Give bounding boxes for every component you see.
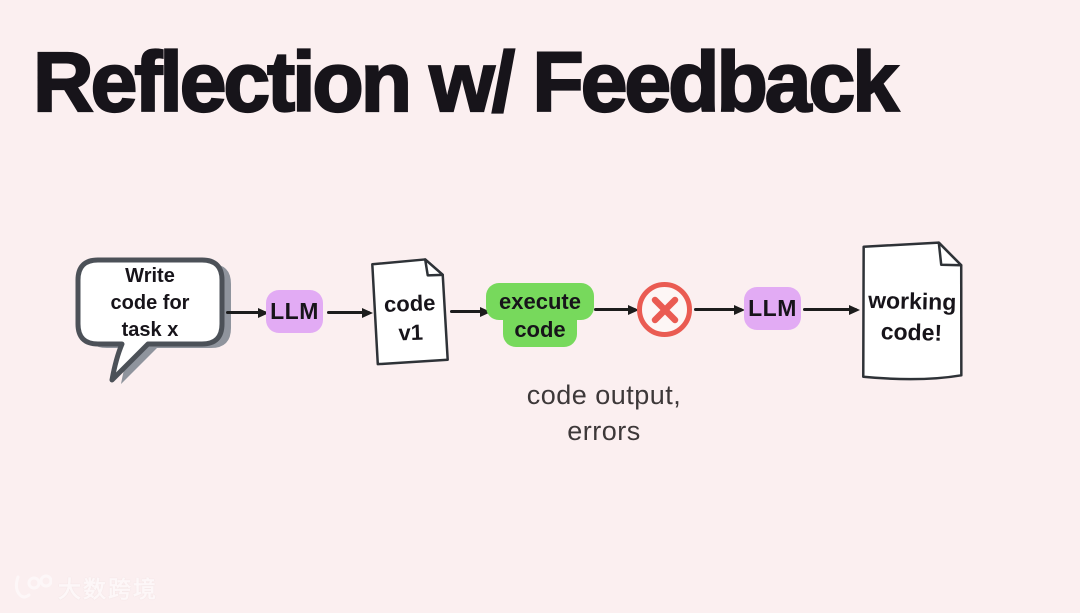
error-x-circle-icon <box>637 282 692 337</box>
task-bubble-line: code for <box>110 291 190 314</box>
arrow-right-icon <box>694 308 742 311</box>
working-code-document: working code! <box>850 236 974 385</box>
arrow-right-icon <box>594 308 636 311</box>
feedback-caption: code output, errors <box>454 377 754 449</box>
llm-node-first: LLM <box>266 290 323 333</box>
document-icon <box>371 258 449 366</box>
arrow-right-icon <box>226 311 266 314</box>
working-code-line: working <box>867 286 957 316</box>
task-speech-bubble: Write code for task x <box>74 256 238 390</box>
arrow-right-icon <box>327 311 370 314</box>
task-bubble-line: Write <box>125 264 175 287</box>
task-bubble-text: Write code for task x <box>78 260 222 346</box>
task-bubble-line: task x <box>121 318 179 341</box>
execute-code-node: execute code <box>486 283 594 347</box>
speech-bubble-icon <box>75 257 231 384</box>
code-v1-line: code <box>383 290 436 317</box>
document-icon <box>862 241 963 381</box>
arrow-right-icon <box>803 308 857 311</box>
watermark-logo-icon <box>14 574 52 599</box>
code-v1-text: code v1 <box>366 288 454 349</box>
working-code-line: code! <box>880 318 943 346</box>
execute-code-line: code <box>503 313 577 347</box>
page-title: Reflection w/ Feedback <box>32 35 900 129</box>
llm-node-second: LLM <box>744 287 801 330</box>
feedback-caption-line: code output, <box>526 380 682 410</box>
execute-code-line: execute <box>486 283 594 320</box>
code-v1-line: v1 <box>398 319 424 346</box>
code-v1-document: code v1 <box>365 256 455 369</box>
arrow-right-icon <box>450 310 488 313</box>
watermark-text: 大数跨境 <box>58 576 158 602</box>
x-mark-icon <box>651 296 678 323</box>
working-code-text: working code! <box>851 284 973 349</box>
feedback-caption-line: errors <box>567 416 641 446</box>
watermark: 大数跨境 <box>12 570 158 604</box>
